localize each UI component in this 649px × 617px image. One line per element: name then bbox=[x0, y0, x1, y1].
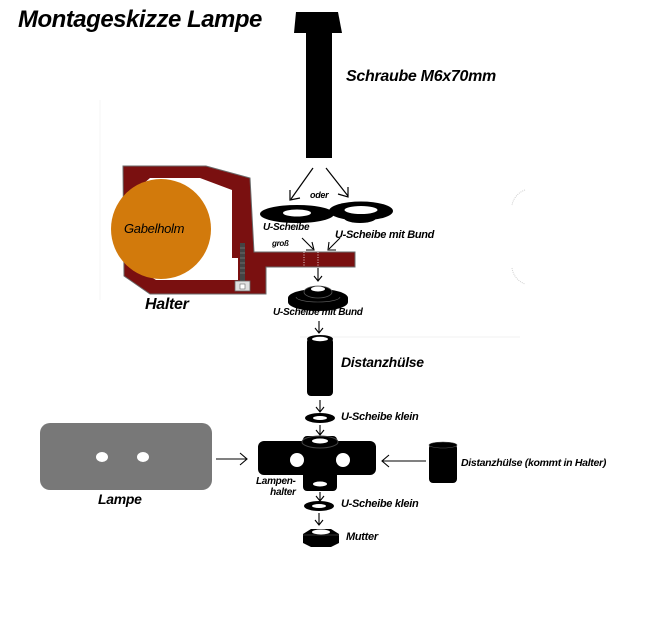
arrow-spacer-to-holder bbox=[381, 454, 426, 468]
label-lampenhalter: Lampen- halter bbox=[256, 476, 296, 498]
arrow-down-6 bbox=[314, 513, 324, 526]
arrow-flanged-to-holder bbox=[327, 237, 341, 251]
small-washer-2-icon bbox=[304, 501, 334, 511]
label-oder: oder bbox=[310, 190, 329, 200]
label-u-scheibe-klein-1: U-Scheibe klein bbox=[341, 411, 419, 423]
label-u-scheibe-mit-bund-bottom: U-Scheibe mit Bund bbox=[273, 307, 363, 318]
arrow-down-1 bbox=[313, 268, 323, 282]
label-distanzhuelse-halter: Distanzhülse (kommt in Halter) bbox=[461, 457, 607, 469]
label-gross: groß bbox=[272, 239, 289, 248]
flanged-washer-icon bbox=[329, 201, 393, 223]
spacer-sleeve-icon bbox=[307, 335, 333, 396]
nut-icon bbox=[303, 529, 339, 547]
spacer-sleeve-halter-icon bbox=[428, 441, 458, 483]
label-lampe: Lampe bbox=[98, 491, 142, 507]
arrow-to-washer-large bbox=[289, 167, 314, 201]
label-schraube: Schraube M6x70mm bbox=[346, 68, 496, 85]
label-halter: Halter bbox=[145, 296, 189, 313]
flanged-washer-bottom-icon bbox=[288, 285, 348, 311]
label-u-scheibe-mit-bund-top: U-Scheibe mit Bund bbox=[335, 229, 435, 241]
lamp-holder-icon bbox=[258, 435, 376, 491]
faint-arc-artifact bbox=[511, 267, 526, 285]
washer-large-icon bbox=[260, 205, 334, 223]
arrow-down-3 bbox=[315, 400, 325, 413]
label-distanzhuelse: Distanzhülse bbox=[341, 354, 424, 370]
arrow-to-flanged-washer bbox=[325, 167, 349, 198]
arrow-washer-to-holder bbox=[301, 237, 315, 251]
label-u-scheibe-gross: U-Scheibe bbox=[263, 222, 310, 233]
arrow-lamp-to-holder bbox=[216, 452, 248, 466]
lamp-icon bbox=[40, 423, 212, 490]
bolt-icon bbox=[294, 12, 342, 158]
arrow-down-5 bbox=[315, 492, 325, 502]
label-u-scheibe-klein-2: U-Scheibe klein bbox=[341, 498, 419, 510]
label-gabelholm: Gabelholm bbox=[124, 221, 185, 236]
fork-tube-icon bbox=[111, 179, 211, 279]
faint-arc-artifact bbox=[511, 189, 526, 206]
label-mutter: Mutter bbox=[346, 531, 378, 543]
diagram-title: Montageskizze Lampe bbox=[18, 6, 262, 33]
arrow-down-2 bbox=[314, 321, 324, 334]
small-washer-icon bbox=[305, 413, 335, 423]
arrow-down-4 bbox=[315, 425, 325, 436]
